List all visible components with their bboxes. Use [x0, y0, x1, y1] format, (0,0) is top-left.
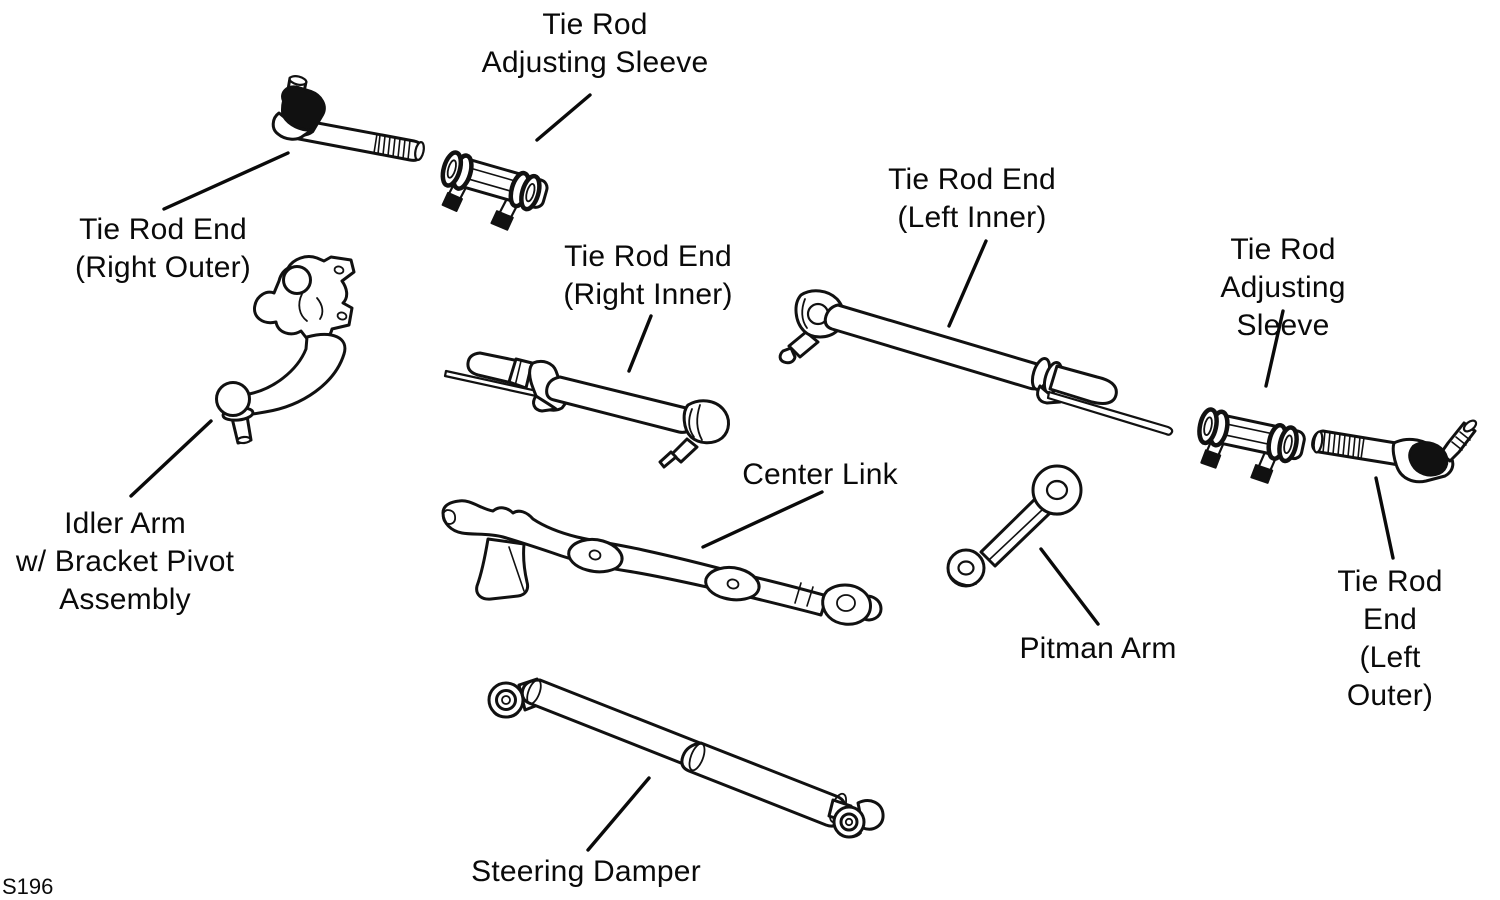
part-center-link	[441, 499, 883, 626]
leader-sleeve-right	[1264, 309, 1285, 388]
part-tie-rod-end-right-outer	[271, 75, 425, 162]
leader-lines	[129, 93, 1395, 852]
label-center-link: Center Link	[742, 458, 898, 491]
part-steering-damper	[487, 677, 885, 839]
label-idler-arm: Idler Arm w/ Bracket Pivot Assembly	[15, 507, 235, 617]
part-tie-rod-end-left-outer	[1311, 419, 1478, 484]
part-tie-rod-adjusting-sleeve-right	[1191, 408, 1306, 489]
label-tie-rod-end-right-inner: Tie Rod End (Right Inner)	[563, 240, 733, 312]
label-tie-rod-end-right-outer: Tie Rod End (Right Outer)	[75, 213, 251, 285]
label-pitman-arm: Pitman Arm	[1019, 632, 1177, 665]
leader-tre-right-outer	[162, 151, 290, 211]
part-pitman-arm	[946, 464, 1083, 588]
part-idler-arm-bracket-pivot-assembly	[215, 255, 356, 445]
leader-sleeve-top	[535, 93, 592, 142]
label-steering-damper: Steering Damper	[471, 855, 701, 888]
figure-code: S196	[2, 874, 54, 899]
part-tie-rod-end-left-inner	[778, 289, 1174, 436]
label-tie-rod-adjusting-sleeve-top: Tie Rod Adjusting Sleeve	[481, 8, 709, 80]
leader-tre-right-inner	[627, 314, 653, 373]
leader-tre-left-inner	[947, 239, 988, 328]
part-tie-rod-adjusting-sleeve-top	[432, 150, 549, 237]
leader-center-link	[701, 490, 824, 549]
leader-tre-left-outer	[1374, 476, 1395, 560]
label-tie-rod-end-left-inner: Tie Rod End (Left Inner)	[888, 163, 1056, 235]
leader-pitman-arm	[1039, 547, 1100, 626]
label-tie-rod-adjusting-sleeve-right: Tie Rod Adjusting Sleeve	[1220, 233, 1346, 343]
leader-idler-arm	[129, 419, 213, 498]
leader-steering-damper	[586, 776, 651, 852]
part-tie-rod-end-right-inner	[443, 351, 730, 469]
label-tie-rod-end-left-outer: Tie Rod End (Left Outer)	[1337, 565, 1443, 713]
